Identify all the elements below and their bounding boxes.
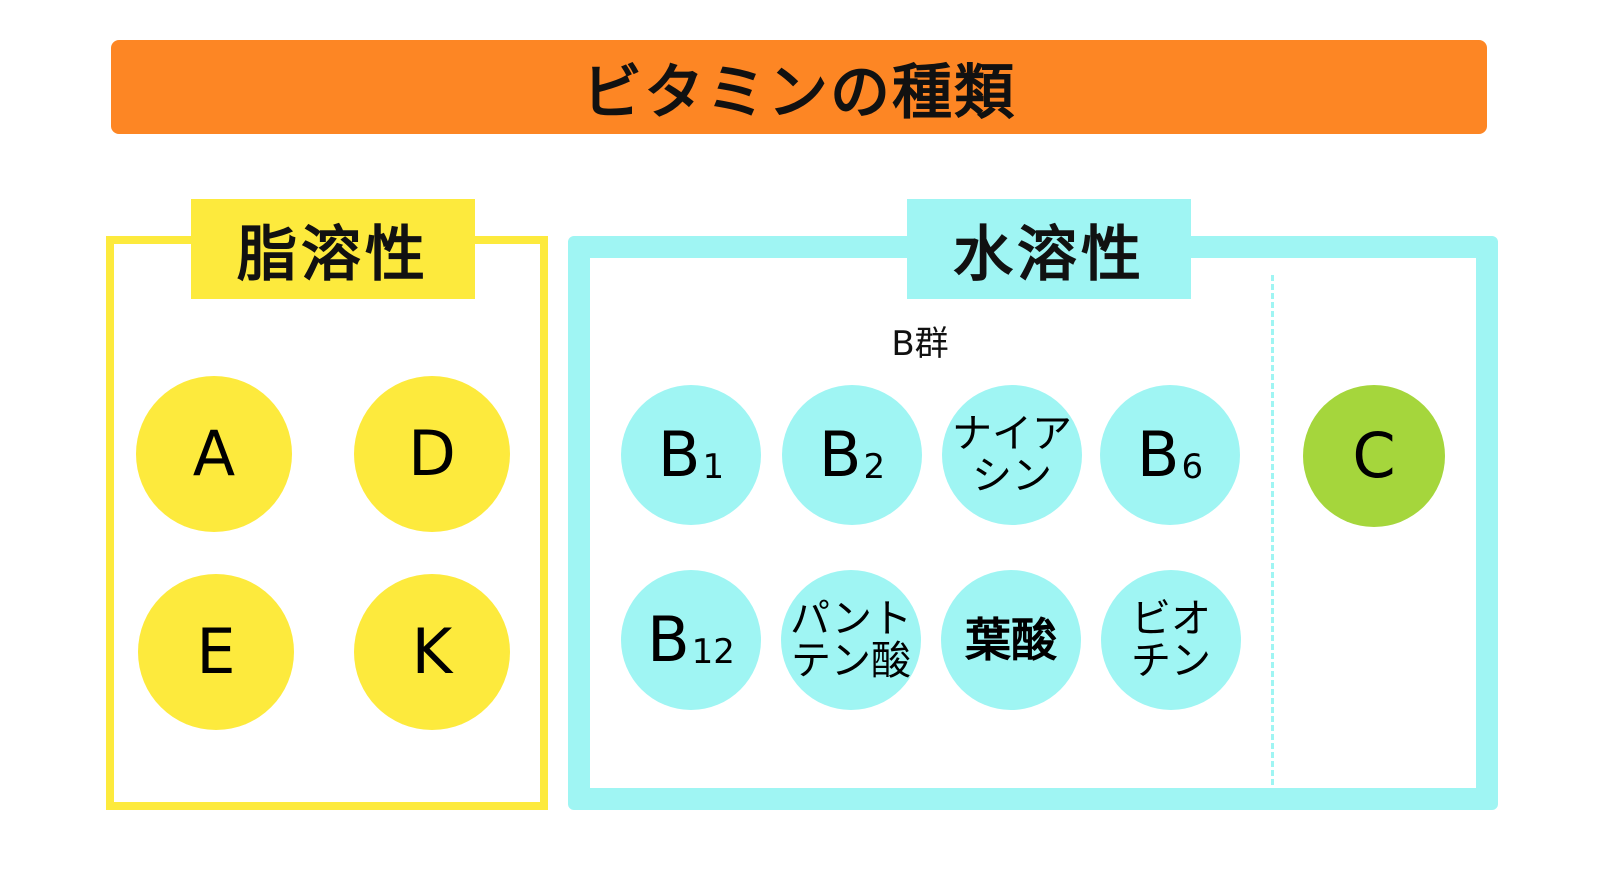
vitamin-a-circle: A [136, 376, 292, 532]
vitamin-b2-sub: 2 [863, 447, 886, 487]
fat-soluble-label: 脂溶性 [191, 199, 475, 299]
folic-acid-label: 葉酸 [965, 612, 1057, 667]
vitamin-a-label: A [192, 417, 236, 490]
niacin-label: ナイア シン [952, 411, 1072, 499]
vitamin-b12-main: B [647, 603, 690, 676]
water-soluble-group-frame [568, 236, 1498, 810]
vitamin-e-circle: E [138, 574, 294, 730]
vitamin-b12-sub: 12 [691, 632, 735, 672]
vitamin-c-circle: C [1303, 385, 1445, 527]
vitamin-e-label: E [196, 615, 236, 688]
vitamin-b1-sub: 1 [702, 447, 725, 487]
folic-acid-circle: 葉酸 [941, 570, 1081, 710]
pantothenic-acid-circle: パント テン酸 [781, 570, 921, 710]
vitamin-b1-main: B [657, 418, 701, 491]
vitamin-k-label: K [411, 615, 453, 688]
vitamin-b6-sub: 6 [1181, 447, 1204, 487]
vitamin-b6-main: B [1136, 418, 1180, 491]
biotin-circle: ビオ チン [1101, 570, 1241, 710]
b-group-c-divider [1271, 275, 1274, 785]
title-banner: ビタミンの種類 [111, 40, 1487, 134]
fat-soluble-group-frame [106, 236, 548, 810]
vitamin-k-circle: K [354, 574, 510, 730]
page-title: ビタミンの種類 [582, 57, 1016, 128]
vitamin-d-label: D [408, 417, 456, 490]
niacin-circle: ナイア シン [942, 385, 1082, 525]
biotin-label: ビオ チン [1131, 596, 1211, 684]
vitamin-d-circle: D [354, 376, 510, 532]
pantothenic-acid-label: パント テン酸 [790, 596, 912, 684]
vitamin-c-label: C [1352, 419, 1396, 492]
vitamin-b2-main: B [818, 418, 862, 491]
b-group-label: B群 [891, 324, 949, 364]
water-soluble-label: 水溶性 [907, 199, 1191, 299]
